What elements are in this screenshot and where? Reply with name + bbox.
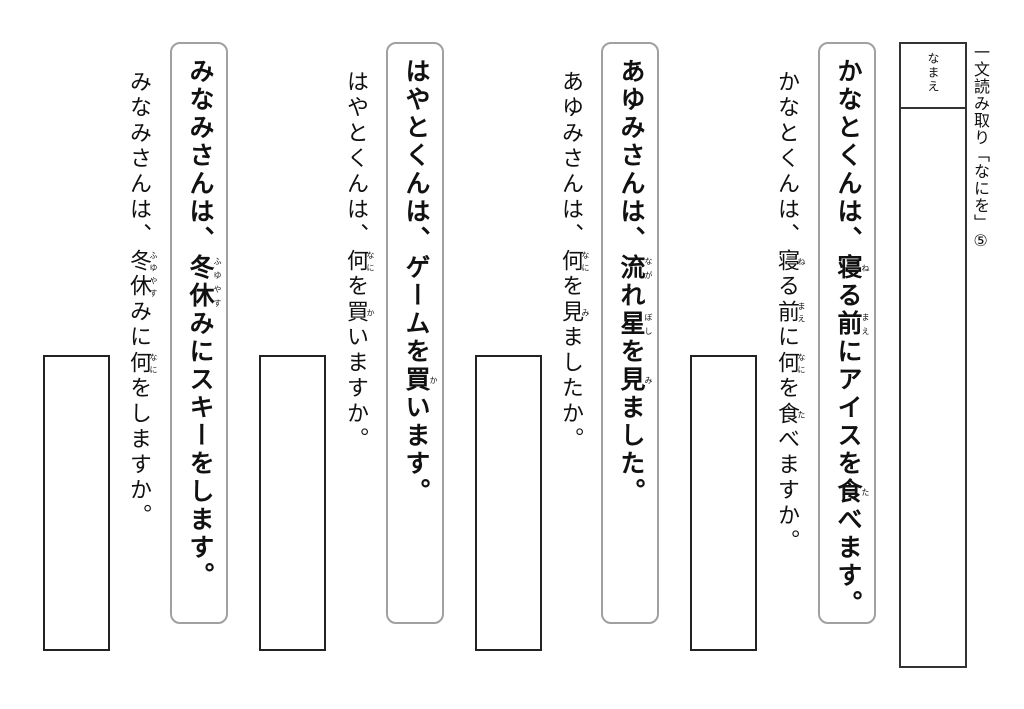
ruby-word: 買か xyxy=(343,299,375,326)
answer-box[interactable] xyxy=(690,355,757,651)
text-segment: かなとくんは、 xyxy=(834,58,863,254)
text-segment: みにスキーをします。 xyxy=(186,310,215,590)
story-sentence: みなみさんは、冬ふゆ休やすみにスキーをします。 xyxy=(182,58,222,590)
answer-box[interactable] xyxy=(475,355,542,651)
story-sentence: あゆみさんは、流ながれ星ぼしを見みました。 xyxy=(613,58,653,506)
ruby-word: 星ぼし xyxy=(617,310,653,338)
furigana: なに xyxy=(149,350,158,377)
ruby-word: 休やす xyxy=(186,282,222,310)
ruby-word: 何なに xyxy=(774,350,806,377)
ruby-word: 寝ね xyxy=(774,248,806,275)
text-segment: にアイスを xyxy=(834,338,863,478)
furigana: か xyxy=(429,366,438,394)
furigana: み xyxy=(644,366,653,394)
text-segment: います。 xyxy=(402,394,431,506)
ruby-word: 寝ね xyxy=(834,254,870,282)
ruby-word: 何なに xyxy=(343,248,375,275)
ruby-word: 冬ふゆ xyxy=(186,254,222,282)
name-box[interactable]: なまえ xyxy=(899,42,967,668)
text-segment: ました。 xyxy=(617,394,646,506)
ruby-word: 流なが xyxy=(617,254,653,282)
furigana: やす xyxy=(149,274,158,300)
furigana: ふゆ xyxy=(149,248,158,275)
text-segment: あゆみさんは、 xyxy=(617,58,646,254)
furigana: なが xyxy=(644,254,653,282)
ruby-word: 買か xyxy=(402,366,438,394)
ruby-word: 食た xyxy=(774,401,806,428)
text-segment: みなみさんは、 xyxy=(186,58,215,254)
ruby-word: 休やす xyxy=(126,274,158,300)
name-label: なまえ xyxy=(926,52,940,94)
text-segment: はやとくんは、ゲームを xyxy=(402,58,431,366)
text-segment: あゆみさんは、 xyxy=(558,70,583,249)
ruby-word: 食た xyxy=(834,478,870,506)
text-segment: を xyxy=(617,338,646,366)
answer-box[interactable] xyxy=(43,355,110,651)
text-segment: る xyxy=(834,282,863,310)
ruby-word: 前まえ xyxy=(774,299,806,326)
text-segment: いますか。 xyxy=(343,325,368,453)
ruby-word: 見み xyxy=(617,366,653,394)
furigana: まえ xyxy=(861,310,870,338)
question-text: はやとくんは、何なにを買かいますか。 xyxy=(339,70,375,453)
text-segment: みに xyxy=(126,299,151,351)
answer-box[interactable] xyxy=(259,355,326,651)
furigana: なに xyxy=(366,248,375,275)
story-sentence: はやとくんは、ゲームを買かいます。 xyxy=(398,58,438,506)
question-text: かなとくんは、寝ねる前まえに何なにを食たべますか。 xyxy=(770,70,806,555)
furigana: なに xyxy=(581,248,590,275)
furigana: た xyxy=(797,401,806,428)
ruby-word: 見み xyxy=(558,299,590,326)
furigana: か xyxy=(366,299,375,326)
furigana: み xyxy=(581,299,590,326)
ruby-word: 何なに xyxy=(558,248,590,275)
text-segment: を xyxy=(774,376,799,402)
text-segment: みなみさんは、 xyxy=(126,70,151,249)
story-box: はやとくんは、ゲームを買かいます。 xyxy=(386,42,444,624)
furigana: た xyxy=(861,478,870,506)
ruby-word: 冬ふゆ xyxy=(126,248,158,275)
furigana: ふゆ xyxy=(213,254,222,282)
furigana: やす xyxy=(213,282,222,310)
question-text: あゆみさんは、何なにを見みましたか。 xyxy=(554,70,590,453)
text-segment: はやとくんは、 xyxy=(343,70,368,249)
text-segment: る xyxy=(774,274,799,300)
story-box: あゆみさんは、流ながれ星ぼしを見みました。 xyxy=(601,42,659,624)
furigana: ぼし xyxy=(644,310,653,338)
text-segment: かなとくんは、 xyxy=(774,70,799,249)
worksheet-title: 一文読み取り「なにを」⑤ xyxy=(971,44,990,251)
text-segment: べます。 xyxy=(834,506,863,618)
text-segment: を xyxy=(343,274,368,300)
ruby-word: 何なに xyxy=(126,350,158,377)
story-box: かなとくんは、寝ねる前まえにアイスを食たべます。 xyxy=(818,42,876,624)
text-segment: を xyxy=(558,274,583,300)
text-segment: に xyxy=(774,325,799,351)
story-sentence: かなとくんは、寝ねる前まえにアイスを食たべます。 xyxy=(830,58,870,618)
name-label-cell: なまえ xyxy=(901,44,965,109)
furigana: ね xyxy=(797,248,806,275)
story-box: みなみさんは、冬ふゆ休やすみにスキーをします。 xyxy=(170,42,228,624)
furigana: ね xyxy=(861,254,870,282)
text-segment: べますか。 xyxy=(774,427,799,555)
text-segment: ましたか。 xyxy=(558,325,583,453)
furigana: まえ xyxy=(797,299,806,326)
ruby-word: 前まえ xyxy=(834,310,870,338)
text-segment: れ xyxy=(617,282,646,310)
text-segment: をしますか。 xyxy=(126,376,151,529)
furigana: なに xyxy=(797,350,806,377)
question-text: みなみさんは、冬ふゆ休やすみに何なにをしますか。 xyxy=(122,70,158,529)
